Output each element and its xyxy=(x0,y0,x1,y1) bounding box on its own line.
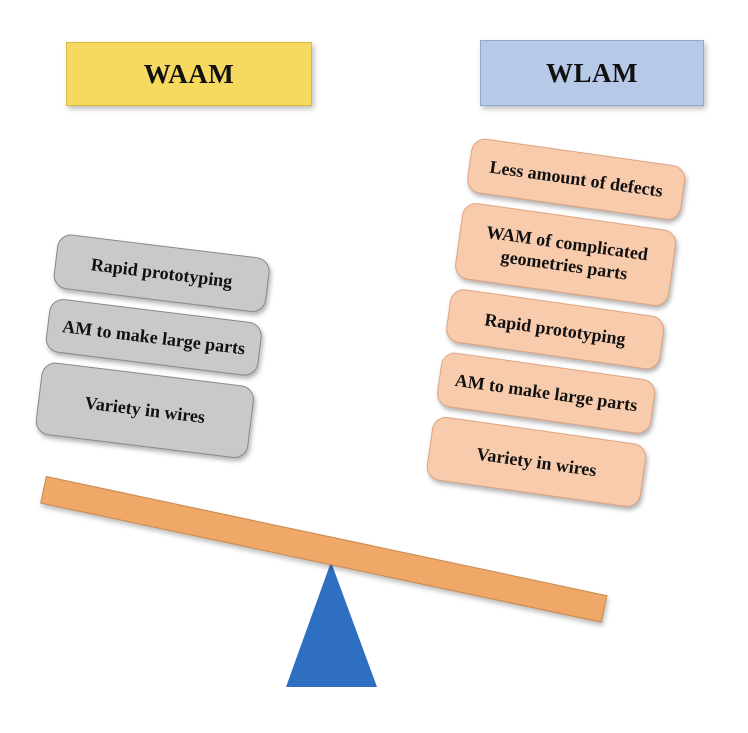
list-item: WAM of complicated geometries parts xyxy=(453,200,678,308)
fulcrum-triangle xyxy=(286,562,377,687)
waam-label: WAAM xyxy=(143,58,235,89)
list-item: Variety in wires xyxy=(34,360,256,460)
waam-items-stack: Rapid prototyping AM to make large parts… xyxy=(34,232,272,460)
waam-header-box: WAAM xyxy=(66,42,312,106)
wlam-header-box: WLAM xyxy=(480,40,704,106)
wlam-label: WLAM xyxy=(546,57,638,88)
wlam-items-stack: Less amount of defects WAM of complicate… xyxy=(425,136,687,509)
